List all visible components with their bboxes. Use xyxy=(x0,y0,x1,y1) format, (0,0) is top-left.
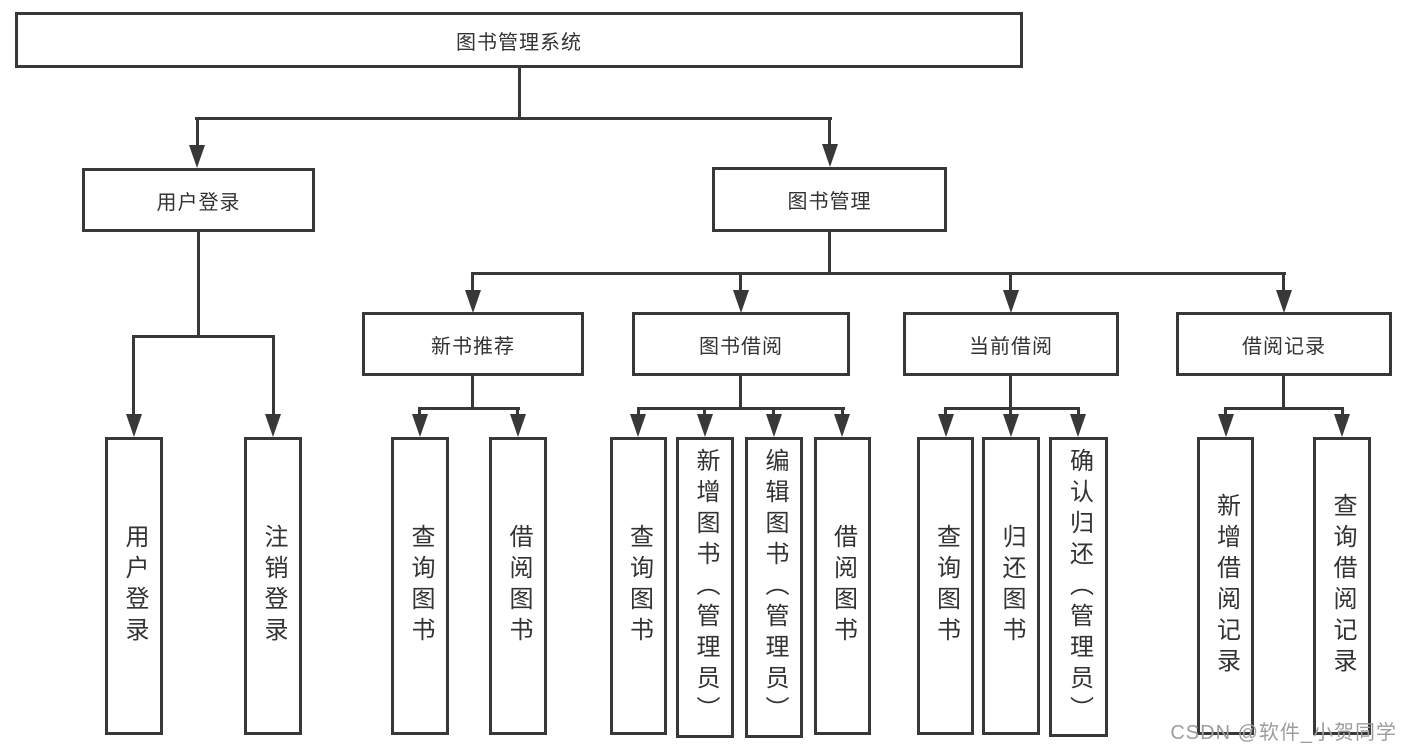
leaf-nb-borrow-books-label: 借阅图书 xyxy=(505,524,532,648)
leaf-bb-add-books-label: 新增图书（管理员） xyxy=(692,448,719,727)
edge-to-new-book-recommend xyxy=(471,272,474,293)
arrowhead-down-icon xyxy=(1218,414,1234,437)
csdn-watermark: CSDN @软件_小贺同学 xyxy=(1170,722,1397,744)
edge-to-user-login xyxy=(196,117,199,148)
leaf-br-add-record: 新增借阅记录 xyxy=(1197,437,1254,735)
edge-to-leaf xyxy=(637,407,640,417)
edge-book-borrow-bus xyxy=(637,407,845,410)
edge-to-leaf xyxy=(703,407,706,417)
node-book-management-label: 图书管理 xyxy=(787,191,872,213)
edge-to-book-borrow xyxy=(739,272,742,293)
edge-to-leaf xyxy=(1009,407,1012,417)
edge-root-bus xyxy=(195,117,832,120)
leaf-logout-login: 注销登录 xyxy=(244,437,302,735)
arrowhead-down-icon xyxy=(834,414,850,437)
arrowhead-down-icon xyxy=(938,414,954,437)
leaf-nb-query-books: 查询图书 xyxy=(391,437,449,735)
leaf-bb-query-books-label: 查询图书 xyxy=(625,524,653,648)
leaf-br-add-record-label: 新增借阅记录 xyxy=(1212,493,1240,679)
edge-book-management-bus xyxy=(471,272,1286,275)
leaf-user-login-label: 用户登录 xyxy=(121,524,148,648)
node-book-management: 图书管理 xyxy=(712,167,947,232)
arrowhead-down-icon xyxy=(630,414,646,437)
edge-to-leaf-user-login xyxy=(132,335,135,417)
arrowhead-down-icon xyxy=(822,144,838,167)
leaf-bb-borrow-books-label: 借阅图书 xyxy=(829,524,857,648)
node-user-login-label: 用户登录 xyxy=(156,191,241,214)
node-borrow-records-label: 借阅记录 xyxy=(1242,335,1326,358)
edge-to-leaf xyxy=(944,407,947,417)
node-borrow-records: 借阅记录 xyxy=(1176,312,1392,376)
arrowhead-down-icon xyxy=(412,414,428,437)
edge-current-borrow-bus xyxy=(944,407,1080,410)
leaf-bb-query-books: 查询图书 xyxy=(610,437,667,735)
arrowhead-down-icon xyxy=(733,290,749,313)
arrowhead-down-icon xyxy=(766,414,782,437)
node-new-book-recommend-label: 新书推荐 xyxy=(431,335,515,358)
arrowhead-down-icon xyxy=(265,414,281,437)
leaf-cb-confirm-return-label: 确认归还（管理员） xyxy=(1065,447,1093,727)
edge-to-leaf xyxy=(1224,407,1227,417)
leaf-user-login: 用户登录 xyxy=(105,437,163,735)
edge-to-leaf-logout xyxy=(272,335,275,417)
leaf-logout-login-label: 注销登录 xyxy=(260,524,287,648)
edge-new-book-recommend-stem xyxy=(471,374,474,410)
arrowhead-down-icon xyxy=(510,414,526,437)
arrowhead-down-icon xyxy=(465,290,481,313)
leaf-bb-add-books: 新增图书（管理员） xyxy=(676,437,734,738)
arrowhead-down-icon xyxy=(697,414,713,437)
edge-user-login-bus xyxy=(132,335,275,338)
arrowhead-down-icon xyxy=(1003,414,1019,437)
edge-borrow-records-bus xyxy=(1224,407,1344,410)
node-book-borrow-label: 图书借阅 xyxy=(699,335,783,358)
edge-to-current-borrow xyxy=(1009,272,1012,293)
edge-new-book-recommend-bus xyxy=(418,407,520,410)
leaf-cb-query-books-label: 查询图书 xyxy=(932,524,960,648)
edge-to-leaf xyxy=(841,407,844,417)
edge-current-borrow-stem xyxy=(1009,374,1012,410)
arrowhead-down-icon xyxy=(1070,414,1086,437)
leaf-br-query-record: 查询借阅记录 xyxy=(1313,437,1371,735)
node-current-borrow-label: 当前借阅 xyxy=(969,335,1053,358)
edge-root-stem xyxy=(518,66,521,117)
edge-to-leaf xyxy=(418,407,421,417)
edge-user-login-stem xyxy=(197,232,200,338)
leaf-bb-edit-books-label: 编辑图书（管理员） xyxy=(761,448,788,727)
leaf-cb-return-books-label: 归还图书 xyxy=(998,524,1025,648)
edge-to-leaf xyxy=(1341,407,1344,417)
node-book-borrow: 图书借阅 xyxy=(632,312,850,376)
edge-to-book-management xyxy=(828,117,831,148)
leaf-br-query-record-label: 查询借阅记录 xyxy=(1329,493,1356,679)
leaf-cb-return-books: 归还图书 xyxy=(982,437,1040,735)
arrowhead-down-icon xyxy=(1334,414,1350,437)
node-user-login: 用户登录 xyxy=(82,168,315,232)
leaf-bb-borrow-books: 借阅图书 xyxy=(814,437,871,735)
leaf-cb-confirm-return: 确认归还（管理员） xyxy=(1049,437,1108,737)
node-root: 图书管理系统 xyxy=(15,12,1023,68)
edge-to-leaf xyxy=(516,407,519,417)
node-new-book-recommend: 新书推荐 xyxy=(362,312,584,376)
node-current-borrow: 当前借阅 xyxy=(903,312,1119,376)
arrowhead-down-icon xyxy=(126,414,142,437)
edge-borrow-records-stem xyxy=(1282,374,1285,410)
arrowhead-down-icon xyxy=(189,145,205,168)
edge-to-borrow-records xyxy=(1282,272,1285,293)
edge-to-leaf xyxy=(772,407,775,417)
leaf-nb-borrow-books: 借阅图书 xyxy=(489,437,547,735)
leaf-nb-query-books-label: 查询图书 xyxy=(407,524,434,648)
leaf-bb-edit-books: 编辑图书（管理员） xyxy=(745,437,803,738)
edge-to-leaf xyxy=(1077,407,1080,417)
edge-book-borrow-stem xyxy=(739,374,742,410)
leaf-cb-query-books: 查询图书 xyxy=(917,437,974,735)
arrowhead-down-icon xyxy=(1003,290,1019,313)
edge-book-management-stem xyxy=(828,232,831,275)
node-root-label: 图书管理系统 xyxy=(456,31,582,54)
arrowhead-down-icon xyxy=(1276,290,1292,313)
